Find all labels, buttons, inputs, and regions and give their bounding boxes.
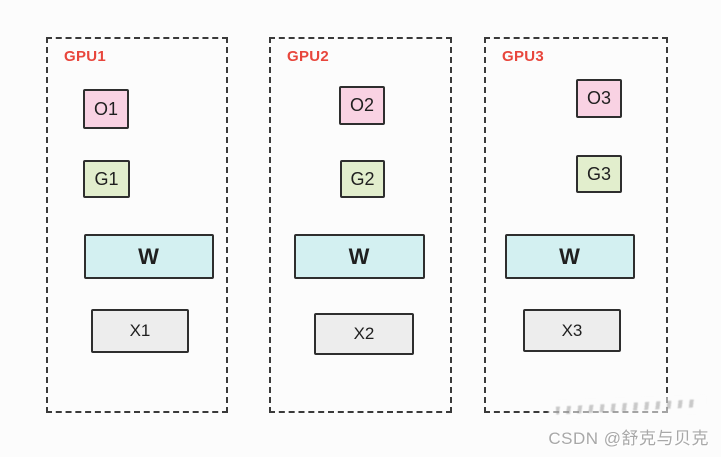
gpu1-optimizer-state-box: O1 <box>83 89 129 129</box>
gpu1-gradient-box: G1 <box>83 160 130 198</box>
gpu3-panel: GPU3 O3 G3 W X3 <box>484 37 668 413</box>
gpu1-label: GPU1 <box>64 48 107 65</box>
gpu1-panel: GPU1 O1 G1 W X1 <box>46 37 228 413</box>
gpu2-optimizer-state-box: O2 <box>339 86 385 125</box>
gpu2-panel: GPU2 O2 G2 W X2 <box>269 37 452 413</box>
gpu2-input-box: X2 <box>314 313 414 355</box>
gpu1-weights-box: W <box>84 234 214 279</box>
gpu2-weights-box: W <box>294 234 425 279</box>
gpu1-input-box: X1 <box>91 309 189 353</box>
gpu3-label: GPU3 <box>502 48 545 65</box>
gpu3-input-box: X3 <box>523 309 621 352</box>
gpu3-gradient-box: G3 <box>576 155 622 193</box>
gpu3-optimizer-state-box: O3 <box>576 79 622 118</box>
csdn-watermark: CSDN @舒克与贝克 <box>548 429 709 448</box>
gpu2-label: GPU2 <box>287 48 330 65</box>
gpu2-gradient-box: G2 <box>340 160 385 198</box>
gpu3-weights-box: W <box>505 234 635 279</box>
